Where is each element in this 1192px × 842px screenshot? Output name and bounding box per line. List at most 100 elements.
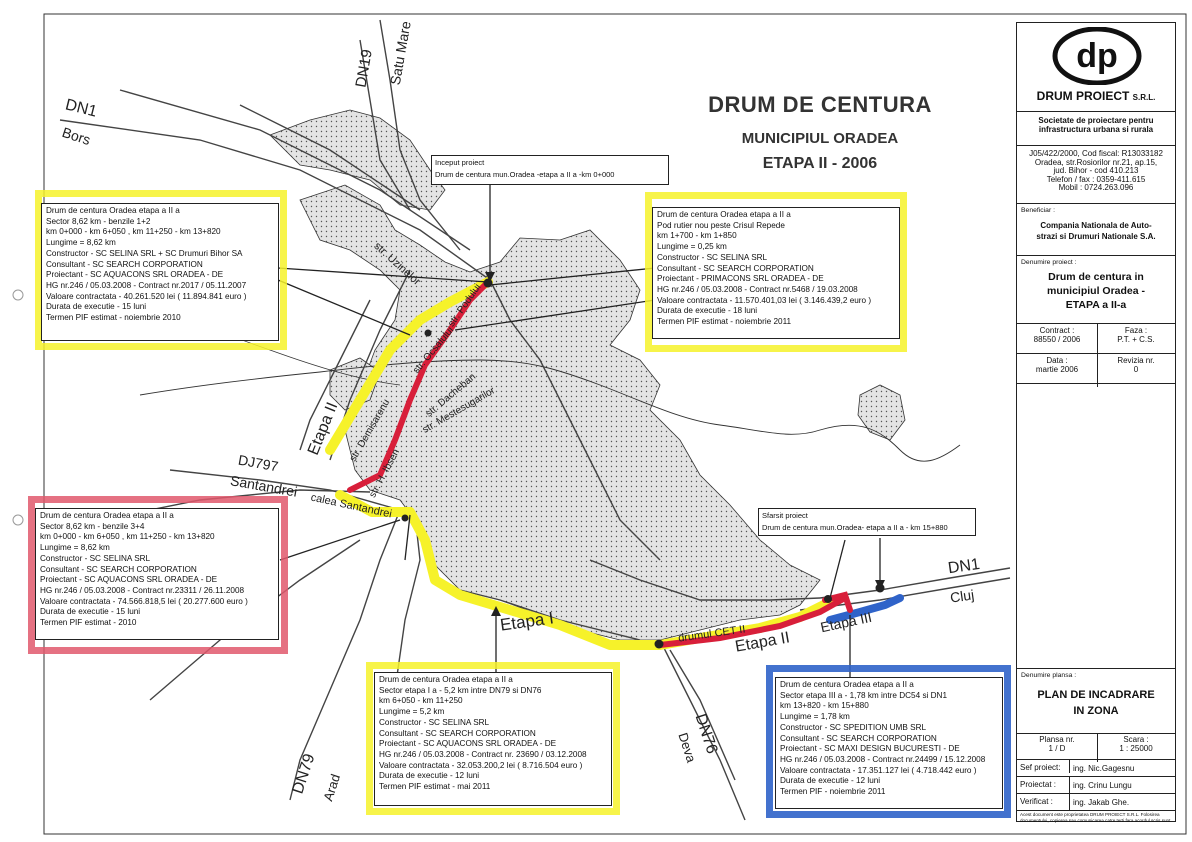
box-line: Constructor - SC SELINA SRL [379,717,490,727]
box-line: Lungime = 8,62 km [40,543,110,553]
scara-value: 1 : 25000 [1119,743,1153,753]
box-line: km 0+000 - km 6+050 , km 11+250 - km 13+… [46,227,221,237]
proiectat-row: Proiectat : ing. Crinu Lungu [1017,776,1175,794]
beneficiar-line: Compania Nationala de Auto- [1040,220,1152,230]
proiectat-value: ing. Crinu Lungu [1069,777,1132,794]
highlight-yellow-box1 [35,190,287,350]
box-line: Termen PIF estimat - 2010 [40,618,137,628]
highlight-yellow-box4 [366,662,620,815]
box-line: Valoare contractata - 32.053.200,2 lei (… [379,760,583,770]
sheet-frame [43,13,1187,835]
box-line: Durata de executie - 12 luni [379,771,480,781]
data-value: martie 2006 [1035,364,1079,374]
callout-line: Sfarsit proiect [762,511,808,520]
point-markers [401,278,885,649]
city-area-east [857,384,906,441]
label-cluj: Cluj [949,586,976,606]
plansa-nr-label: Plansa nr. [1039,735,1075,744]
route-etapa-2-north [325,277,493,455]
verificat-row: Verificat : ing. Jakab Ghe. [1017,793,1175,811]
box-line: km 1+700 - km 1+850 [657,231,737,241]
box-line: Termen PIF - noiembrie 2011 [780,787,886,797]
denumire-value: Drum de centura in municipiul Oradea - E… [1021,270,1171,312]
box-line: Valoare contractata - 40.261.520 lei ( 1… [46,291,247,301]
box-line: Consultant - SC SEARCH CORPORATION [40,564,197,574]
route-etapa-2-red [347,279,491,493]
highlight-yellow-box2 [645,192,907,352]
box-line: km 6+050 - km 11+250 [379,696,463,706]
company-header: dp DRUM PROIECT S.R.L. [1017,23,1175,111]
binder-hole [12,289,24,301]
box-line: HG nr.246 / 05.03.2008 - Contract nr. 23… [379,749,587,759]
box-line: Lungime = 1,78 km [780,712,850,722]
contract-value: 88550 / 2006 [1033,334,1081,344]
title-line3: ETAPA II - 2006 [762,155,878,172]
box-line: Lungime = 8,62 km [46,238,116,248]
box-line: HG nr.246 / 05.03.2008 - Contract nr.233… [40,585,245,595]
box-line: Valoare contractata - 74.566.818,5 lei (… [40,596,248,606]
box-line: Proiectant - SC AQUACONS SRL ORADEA - DE [379,739,557,749]
box-line: Durata de executie - 12 luni [780,776,881,786]
plansa-line: IN ZONA [1073,704,1119,717]
company-name: DRUM PROIECT S.R.L. [1017,89,1175,103]
title-line1: DRUM DE CENTURA [708,92,932,117]
box-line: Valoare contractata - 17.351.127 lei ( 4… [780,765,977,775]
box-line: Consultant - SC SEARCH CORPORATION [657,263,814,273]
box-line: Termen PIF estimat - mai 2011 [379,782,491,792]
sef-proiect-row: Sef proiect: ing. Nic.Gagesnu [1017,759,1175,776]
binder-hole [12,514,24,526]
address-line: jud. Bihor - cod 410.213 [1053,166,1139,176]
company-tagline: Societate de proiectare pentru infrastru… [1017,111,1175,145]
faza-cell: Faza : P.T. + C.S. [1097,324,1175,344]
denumire-line: municipiul Oradea - [1046,284,1146,297]
data-cell: Data : martie 2006 [1017,354,1098,387]
info-box-etapa-3: Drum de centura Oradea etapa a II a Sect… [775,677,1003,809]
svg-text:dp: dp [1076,37,1118,75]
company-logo-icon: dp [1052,27,1142,85]
revizia-cell: Revizia nr. 0 [1097,354,1175,374]
contract-label: Contract : [1039,326,1075,335]
box-line: Drum de centura Oradea etapa a II a [379,675,513,684]
info-box-benzile-1-2: Drum de centura Oradea etapa a II a Sect… [41,203,279,341]
box-line: Termen PIF estimat - noiembrie 2011 [657,317,792,327]
box-line: Consultant - SC SEARCH CORPORATION [780,733,937,743]
plansa-value: PLAN DE INCADRARE IN ZONA [1021,687,1171,719]
beneficiar-label: Beneficiar : [1021,207,1056,214]
faza-value: P.T. + C.S. [1117,334,1155,344]
box-line: Proiectant - PRIMACONS SRL ORADEA - DE [657,274,824,284]
box-line: Sector etapa III a - 1,78 km intre DC54 … [780,690,948,700]
plansa-label: Denumire plansa : [1021,672,1077,679]
beneficiar-value: Compania Nationala de Auto- strazi si Dr… [1021,220,1171,242]
route-etapa-3 [826,594,904,624]
data-revizia-section: Data : martie 2006 Revizia nr. 0 [1017,353,1175,387]
box-line: Lungime = 5,2 km [379,707,445,717]
box-line: Durata de executie - 15 luni [46,302,147,312]
verificat-label: Verificat : [1020,797,1053,806]
box-line: km 13+820 - km 15+880 [780,701,869,711]
address-line: Mobil : 0724.263.096 [1058,183,1134,193]
plansa-line: PLAN DE INCADRARE [1037,688,1155,701]
box-line: Constructor - SC SELINA SRL [657,252,768,262]
box-line: HG nr.246 / 05.03.2008 - Contract nr.244… [780,754,986,764]
plansa-section: Denumire plansa : PLAN DE INCADRARE IN Z… [1017,668,1175,733]
denumire-proiect-section: Denumire proiect : Drum de centura in mu… [1017,255,1175,323]
box-line: Sector etapa I a - 5,2 km intre DN79 si … [379,685,542,695]
address-line: J05/422/2000, Cod fiscal: R13033182 [1029,149,1163,158]
scara-cell: Scara : 1 : 25000 [1097,734,1175,753]
beneficiar-line: strazi si Drumuri Nationale S.A. [1036,231,1156,241]
contract-faza-section: Contract : 88550 / 2006 Faza : P.T. + C.… [1017,323,1175,357]
tagline-line: infrastructura urbana si rurala [1038,125,1154,134]
revizia-value: 0 [1133,364,1139,374]
box-line: Consultant - SC SEARCH CORPORATION [379,728,536,738]
callout-sfarsit-proiect: Sfarsit proiect Drum de centura mun.Orad… [758,508,976,536]
address-line: Oradea, str.Rosiorilor nr.21, ap.15, [1034,157,1158,167]
denumire-label: Denumire proiect : [1021,259,1077,266]
box-line: Consultant - SC SEARCH CORPORATION [46,259,203,269]
plansa-nr-section: Plansa nr. 1 / D Scara : 1 : 25000 [1017,733,1175,762]
revizia-label: Revizia nr. [1117,356,1155,365]
box-line: Pod rutier nou peste Crisul Repede [657,220,785,230]
city-area-north [269,109,446,211]
copyright-note: Acest document este proprietatea DRUM PR… [1017,810,1175,823]
box-line: Valoare contractata - 11.570.401,03 lei … [657,295,872,305]
